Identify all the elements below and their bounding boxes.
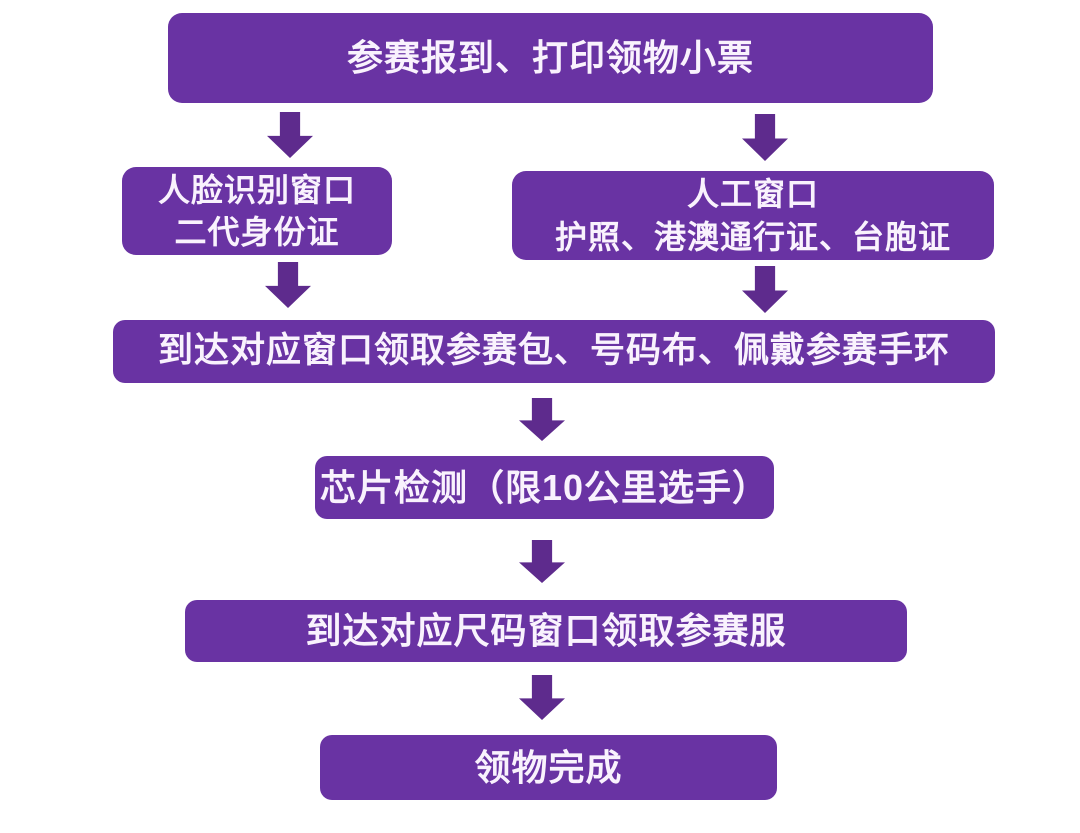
node-chip-check-label: 芯片检测（限10公里选手） xyxy=(319,466,770,508)
down-arrow-icon xyxy=(265,262,311,308)
down-arrow-icon xyxy=(519,675,565,720)
node-face-recognition-line2: 二代身份证 xyxy=(174,214,340,250)
node-pickup-complete-label: 领物完成 xyxy=(474,746,623,788)
down-arrow-icon xyxy=(519,540,565,583)
down-arrow-icon xyxy=(267,112,313,158)
down-arrow-icon xyxy=(742,114,788,161)
node-pickup-race-pack-label: 到达对应窗口领取参赛包、号码布、佩戴参赛手环 xyxy=(157,331,950,371)
down-arrow-icon xyxy=(742,266,788,313)
node-chip-check: 芯片检测（限10公里选手） xyxy=(315,456,774,519)
node-manual-window-line1: 人工窗口 xyxy=(686,176,819,213)
down-arrow-icon xyxy=(519,398,565,441)
node-manual-window: 人工窗口 护照、港澳通行证、台胞证 xyxy=(512,171,994,260)
node-pickup-race-shirt: 到达对应尺码窗口领取参赛服 xyxy=(185,600,907,662)
node-pickup-race-shirt-label: 到达对应尺码窗口领取参赛服 xyxy=(305,610,787,652)
node-manual-window-line2: 护照、港澳通行证、台胞证 xyxy=(554,218,951,255)
node-pickup-complete: 领物完成 xyxy=(320,735,777,800)
node-checkin: 参赛报到、打印领物小票 xyxy=(168,13,933,103)
node-face-recognition-line1: 人脸识别窗口 xyxy=(157,171,356,208)
node-face-recognition-window: 人脸识别窗口 二代身份证 xyxy=(122,167,392,255)
node-pickup-race-pack: 到达对应窗口领取参赛包、号码布、佩戴参赛手环 xyxy=(113,320,995,383)
node-checkin-label: 参赛报到、打印领物小票 xyxy=(346,37,754,79)
